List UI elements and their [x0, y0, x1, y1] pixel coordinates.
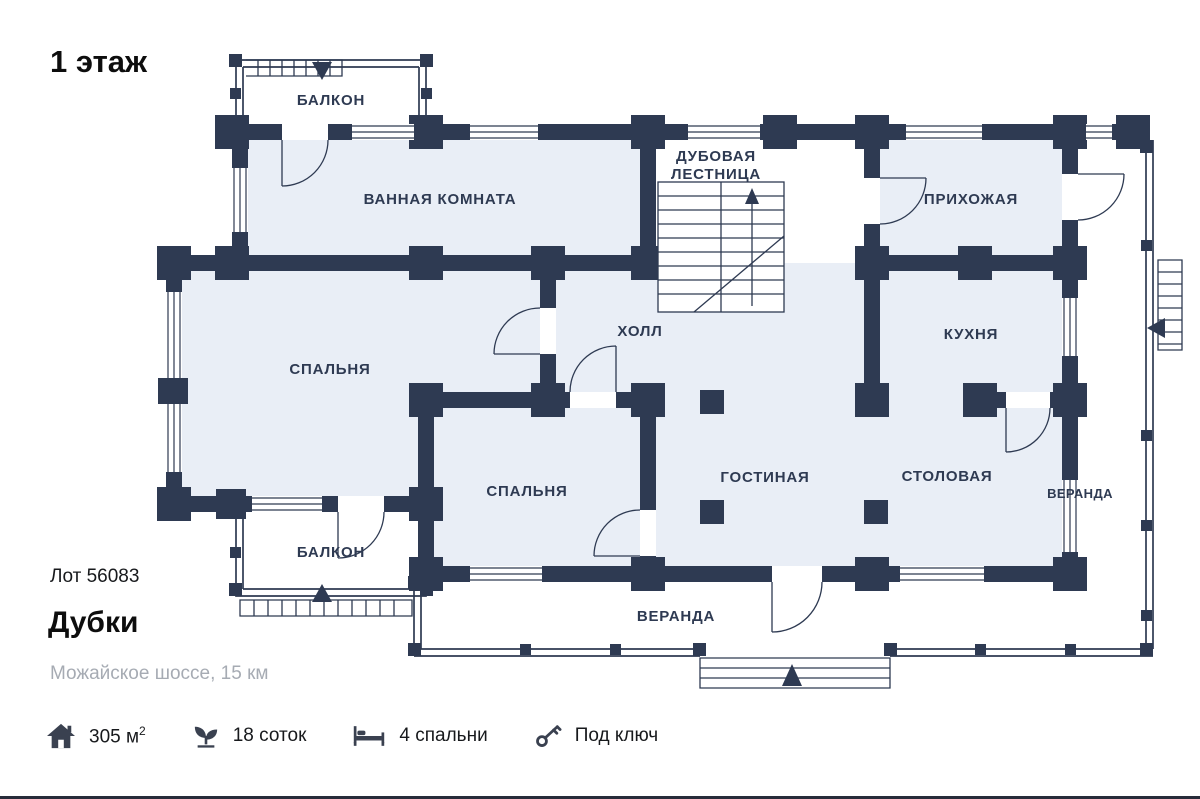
house-icon	[46, 722, 76, 750]
stair-direction-arrow	[745, 188, 759, 204]
lot-number: Лот 56083	[50, 566, 140, 587]
land-icon	[192, 723, 220, 749]
door-main-entry	[1077, 173, 1125, 221]
room-label-dining-room: СТОЛОВАЯ	[902, 468, 993, 485]
door-kitchen-dining	[1005, 407, 1051, 453]
door-balcony-bottom	[337, 511, 385, 559]
veranda-right-steps	[1157, 259, 1183, 351]
room-label-bedroom-left: СПАЛЬНЯ	[289, 361, 370, 378]
room-label-veranda-right: ВЕРАНДА	[1047, 486, 1113, 501]
stat-bedrooms-value: 4 спальни	[399, 725, 488, 746]
staircase	[657, 181, 785, 313]
room-label-kitchen: КУХНЯ	[944, 326, 998, 343]
entrance-arrow-veranda-bottom	[782, 664, 802, 686]
door-entry-hall	[879, 177, 927, 225]
stat-area-value: 305 м2	[89, 723, 146, 748]
balcony-bottom-structure	[229, 512, 433, 617]
veranda-bottom-structure	[408, 576, 1153, 689]
floor-title: 1 этаж	[50, 44, 147, 79]
room-label-balcony-top: БАЛКОН	[297, 92, 365, 109]
door-balcony-top	[281, 139, 329, 187]
room-label-veranda-bottom: ВЕРАНДА	[637, 608, 715, 625]
bed-icon	[352, 725, 386, 747]
entrance-arrow-right	[1147, 318, 1165, 338]
door-veranda-bottom	[771, 581, 823, 633]
room-label-hall: ХОЛЛ	[617, 323, 662, 340]
doors	[281, 139, 1125, 633]
room-labels: БАЛКОН ВАННАЯ КОМНАТА ДУБОВАЯ ЛЕСТНИЦА П…	[289, 92, 1113, 625]
room-label-balcony-bottom: БАЛКОН	[297, 544, 365, 561]
room-label-living-room: ГОСТИНАЯ	[720, 469, 809, 486]
door-bedroom-bottom-hall	[569, 345, 617, 393]
stat-land-value: 18 соток	[232, 725, 307, 746]
stats-bar: 305 м2 18 соток 4 спальни	[46, 722, 658, 750]
entrance-arrow-balcony-bottom	[312, 584, 332, 602]
stat-turnkey: Под ключ	[534, 723, 659, 749]
bottom-edge	[0, 796, 1200, 799]
balcony-top-structure	[229, 54, 433, 124]
room-label-entry-hall: ПРИХОЖАЯ	[924, 191, 1018, 208]
room-fills	[174, 132, 1062, 574]
stat-bedrooms: 4 спальни	[352, 725, 488, 747]
room-label-staircase-2: ЛЕСТНИЦА	[671, 166, 761, 183]
location-text: Можайское шоссе, 15 км	[50, 663, 269, 684]
windows	[167, 125, 1112, 581]
stat-area: 305 м2	[46, 722, 146, 750]
room-label-staircase-1: ДУБОВАЯ	[676, 148, 756, 165]
stat-land: 18 соток	[192, 723, 307, 749]
veranda-right-structure	[1140, 140, 1183, 656]
project-name: Дубки	[48, 606, 139, 639]
room-label-bedroom-bottom: СПАЛЬНЯ	[486, 483, 567, 500]
key-icon	[534, 723, 562, 749]
balcony-bottom-steps	[239, 599, 413, 617]
door-bedroom-left	[493, 307, 541, 355]
door-bedroom-bottom-side	[593, 509, 641, 557]
entrance-arrow-top	[312, 62, 332, 80]
room-label-bathroom: ВАННАЯ КОМНАТА	[364, 191, 517, 208]
stat-turnkey-value: Под ключ	[574, 725, 659, 746]
